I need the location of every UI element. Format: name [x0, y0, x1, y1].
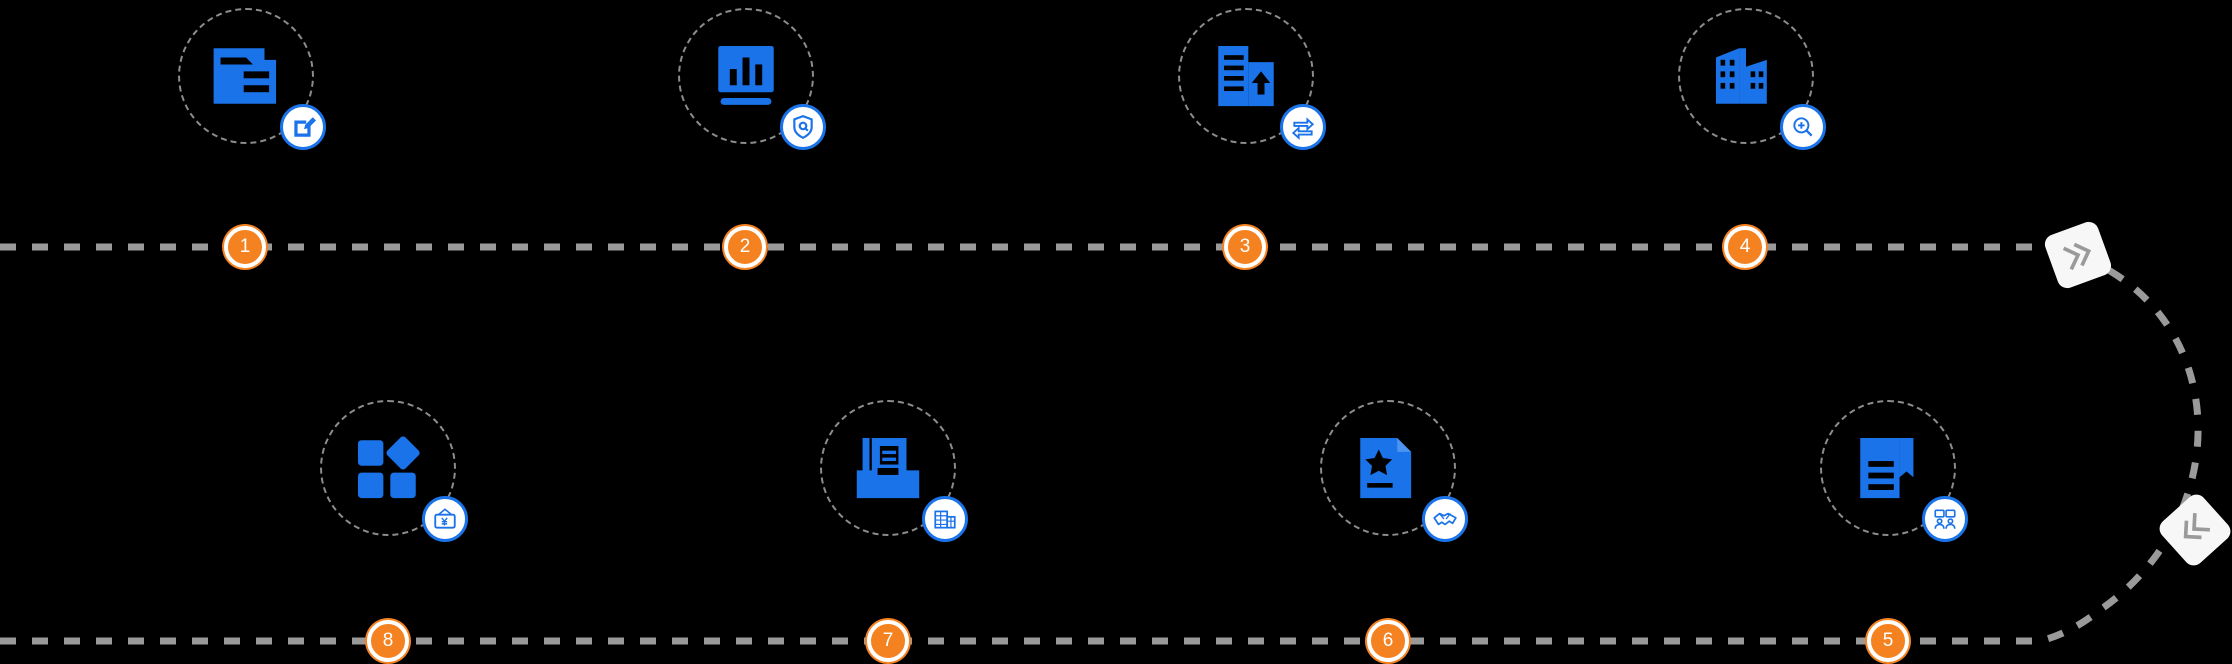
- document-upload-icon: [1218, 45, 1274, 107]
- node-dotted-ring: [820, 400, 956, 536]
- exchange-arrows-icon-badge[interactable]: [1280, 104, 1326, 150]
- node-document-lines[interactable]: [1820, 400, 1968, 542]
- exchange-arrows-icon: [1291, 117, 1315, 140]
- node-document-tray[interactable]: [820, 400, 968, 542]
- money-wallet-icon-badge[interactable]: [422, 496, 468, 542]
- step-marker-5[interactable]: 5: [1867, 620, 1909, 662]
- flow-arrow-return: [2155, 490, 2232, 570]
- bar-chart-board-icon: [718, 45, 774, 105]
- zoom-in-icon: [1793, 117, 1813, 137]
- node-dotted-ring: [320, 400, 456, 536]
- step-marker-2[interactable]: 2: [724, 226, 766, 268]
- handshake-icon-badge[interactable]: [1422, 496, 1468, 542]
- shield-search-icon-badge[interactable]: [780, 104, 826, 150]
- step-marker-7[interactable]: 7: [867, 620, 909, 662]
- return-curve-line: [2039, 243, 2202, 645]
- flow-arrow-forward: [2042, 219, 2114, 291]
- edit-square-icon: [294, 117, 316, 137]
- step-marker-4[interactable]: 4: [1724, 226, 1766, 268]
- building-icon: [934, 510, 956, 529]
- node-dotted-ring: [1820, 400, 1956, 536]
- node-dotted-ring: [1320, 400, 1456, 536]
- node-certificate-star[interactable]: [1320, 400, 1468, 542]
- document-folder-icon: [213, 48, 277, 104]
- node-dotted-ring: [178, 8, 314, 144]
- shield-search-icon: [793, 115, 813, 140]
- handshake-icon: [1433, 512, 1457, 526]
- node-blocks-diamond[interactable]: [320, 400, 468, 542]
- node-document-upload[interactable]: [1178, 8, 1326, 150]
- certificate-star-icon: [1360, 437, 1412, 499]
- double-chevron-down-left-icon: [2183, 513, 2210, 540]
- document-tray-icon: [856, 437, 920, 499]
- node-city-buildings[interactable]: [1678, 8, 1826, 150]
- node-dotted-ring: [1178, 8, 1314, 144]
- node-dotted-ring: [1678, 8, 1814, 144]
- node-dotted-ring: [678, 8, 814, 144]
- blocks-diamond-icon: [357, 436, 420, 499]
- document-lines-icon: [1860, 437, 1914, 499]
- step-marker-3[interactable]: 3: [1224, 226, 1266, 268]
- step-marker-8[interactable]: 8: [367, 620, 409, 662]
- edit-square-icon-badge[interactable]: [280, 104, 326, 150]
- zoom-in-icon-badge[interactable]: [1780, 104, 1826, 150]
- step-marker-6[interactable]: 6: [1367, 620, 1409, 662]
- meeting-people-icon: [1934, 509, 1956, 529]
- step-marker-1[interactable]: 1: [224, 226, 266, 268]
- node-document-folder[interactable]: [178, 8, 326, 150]
- building-icon-badge[interactable]: [922, 496, 968, 542]
- double-chevron-right-icon: [2062, 242, 2092, 271]
- city-buildings-icon: [1715, 48, 1767, 104]
- node-bar-chart-board[interactable]: [678, 8, 826, 150]
- money-wallet-icon: [434, 508, 456, 529]
- meeting-people-icon-badge[interactable]: [1922, 496, 1968, 542]
